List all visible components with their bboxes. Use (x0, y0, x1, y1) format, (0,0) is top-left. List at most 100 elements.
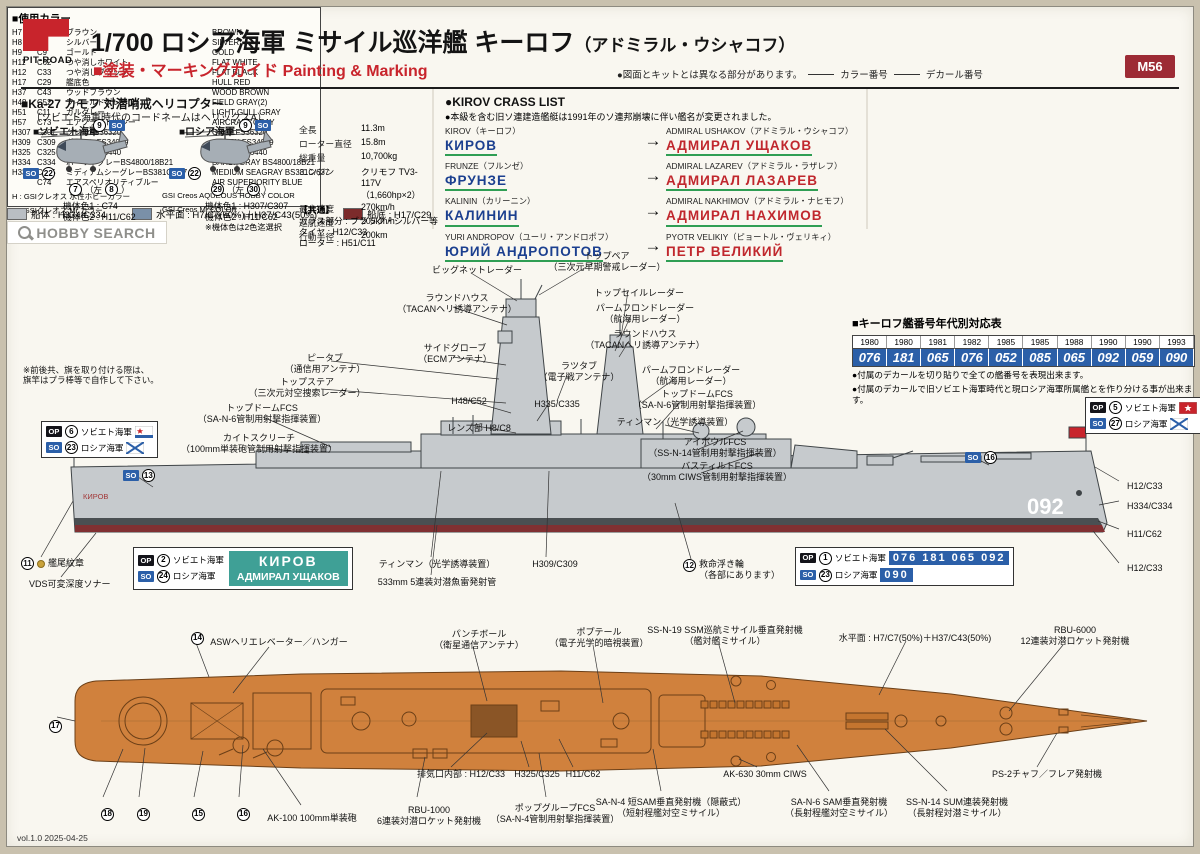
hull-number-cell: 065 (921, 349, 956, 366)
hull-number-decal-box: OP 1 ソビエト海軍 076 181 065 092 SO 23 ロシア海軍 … (795, 547, 1015, 586)
drawing-note: ●図面とキットとは異なる部分があります。 (617, 70, 803, 81)
ship-name-decal-box: OP 2 ソビエト海軍 SO 24 ロシア海軍 КИРОВ АДМИРАЛ УЩ… (133, 547, 353, 590)
legend-item: 水平面 : H7/C7(50%)＋H37/C43(50%) (131, 207, 317, 221)
color-number-label: カラー番号 (840, 70, 888, 81)
hull-number-cell: 092 (1091, 349, 1126, 366)
old-name-decal: КАЛИНИН (445, 208, 519, 227)
pit-road-logo-text: PIT-ROAD (23, 55, 73, 66)
spec-label: 総重量 (299, 153, 326, 163)
spec-value: 15.8m (361, 137, 386, 147)
ship-name-change-row: KALININ（カリーニン）КАЛИНИН→ADMIRAL NAKHIMOV（ア… (445, 195, 869, 227)
paint-legend: 船体 : H334/C334 水平面 : H7/C7(50%)＋H37/C43(5… (7, 207, 1193, 221)
soviet-navy-flag-icon (134, 425, 153, 438)
callout-tin-man-upper: ティンマン（光学誘導装置） (616, 417, 734, 427)
callout-top-pair-radar: トップペア （三次元早期警戒レーダー） (548, 251, 666, 272)
stern-flag-decal-box: OP 6 ソビエト海軍 SO 23 ロシア海軍 (41, 421, 158, 458)
spec-value: 200km (361, 230, 388, 240)
callout-h335-c335: H335/C335 (534, 399, 580, 409)
year-cell: 1985 (1023, 336, 1058, 349)
callout-pop-group-fcs: ポップグループFCS （SA-N-4管制用射撃指揮装置） (490, 803, 620, 824)
spec-value: 11.3m (361, 123, 385, 133)
callout-life-buoy: 12 救命浮き輪 （各部にあります） (683, 559, 780, 580)
heli-right-navy-label: ■ロシア海軍 (179, 127, 236, 138)
deck-marker-17: 17 (49, 715, 62, 733)
legend-item: 船体 : H334/C334 (7, 207, 106, 221)
heli-right-color2: 機体色2 : H11/C62 (205, 212, 278, 222)
new-name-decal: ПЕТР ВЕЛИКИЙ (666, 244, 784, 262)
heli-section-subtitle: （ソビエト海軍時代のコードネームはヘリックスA） (31, 113, 268, 124)
callout-h12-c33-boot: H12/C33 (1127, 563, 1163, 573)
color-swatch (7, 208, 27, 220)
magnifier-icon (18, 226, 32, 239)
callout-top-dome-fcs-right: トップドームFCS （SA-N-6管制用射撃指揮装置） (632, 389, 762, 410)
year-cell: 1990 (1091, 336, 1126, 349)
spec-value: 10,700kg (361, 151, 398, 161)
kirov-list-note: ●本級を含む旧ソ連建造艦艇は1991年のソ連邦崩壊に伴い艦名が変更されました。 (445, 112, 777, 122)
callout-h334-c334-hull: H334/C334 (1127, 501, 1173, 511)
kit-number-badge: M56 (1125, 55, 1175, 78)
callout-round-house-1: ラウンドハウス （TACANヘリ誘導アンテナ） (397, 293, 517, 314)
version-text: vol.1.0 2025-04-25 (17, 833, 88, 843)
arrow-icon: → (644, 165, 662, 185)
old-name-decal: КИРОВ (445, 138, 498, 157)
callout-tin-man-lower: ティンマン（光学誘導装置） (378, 559, 496, 569)
callout-lens-color: レンズ部 H8/C8 (447, 423, 511, 433)
ship-name-change-row: FRUNZE（フルンゼ）ФРУНЗЕ→ADMIRAL LAZAREV（アドミラル… (445, 160, 869, 192)
callout-exhaust-color: 排気口内部 : H12/C33 (416, 769, 506, 779)
year-cell: 1980 (853, 336, 888, 349)
decal-number-label: デカール番号 (925, 70, 983, 81)
russian-navy-flag-icon (126, 441, 145, 454)
year-cell: 1988 (1057, 336, 1092, 349)
spec-label: 最大速度 (299, 204, 335, 214)
pit-road-logo: PIT-ROAD (23, 19, 79, 77)
callout-san4-launcher: SA-N-4 短SAM垂直発射機（隠蔽式） （短射程艦対空ミサイル） (595, 797, 747, 818)
heli-common-title: 【共通】 (299, 205, 335, 215)
new-name-decal: АДМИРАЛ ЛАЗАРЕВ (666, 173, 818, 192)
spec-value: クリモフ TV3-117V （1,660hp×2） (361, 167, 421, 200)
callout-rbu1000: RBU-1000 6連装対潜ロケット発射機 (376, 805, 482, 826)
callout-bee-tab: ピータブ （通信用アンテナ） (284, 353, 366, 374)
callout-top-steer: トップステア （三次元対空捜索レーダー） (248, 377, 366, 398)
color-swatch (131, 208, 152, 220)
new-name-decal: АДМИРАЛ НАХИМОВ (666, 208, 823, 227)
heli-left-color1: 機体色1 : C74 (63, 201, 118, 211)
spec-label: 全長 (299, 125, 317, 135)
new-name-decal: АДМИРАЛ УЩАКОВ (666, 138, 813, 157)
spec-label: 巡航速度 (299, 218, 335, 228)
callout-bignet-radar: ビッグネットレーダー (431, 265, 523, 275)
deck-marker-16: 16 (237, 803, 250, 821)
common-color-line: ガラス部分 : ブラック・シルバー等 (299, 216, 438, 226)
ship-name-change-row: YURI ANDROPOV（ユーリ・アンドロポフ）ЮРИЙ АНДРОПОТОВ… (445, 231, 869, 262)
legend-item: 船底 : H17/C29 (343, 207, 431, 221)
hull-number-cell: 052 (989, 349, 1024, 366)
spec-label: 行動半径 (299, 232, 335, 242)
year-table-title: ■キーロフ艦番号年代別対応表 (852, 318, 1002, 330)
callout-punch-bowl: パンチボール （衛星通信アンテナ） (434, 629, 524, 650)
ship-name-decal-preview: КИРОВ АДМИРАЛ УЩАКОВ (228, 551, 348, 586)
callout-asw-elevator: ASWヘリエレベーター／ハンガー (210, 637, 348, 647)
year-cell: 1993 (1159, 336, 1194, 349)
callout-ssn14-launcher: SS-N-14 SUM連装発射機 （長射程対潜ミサイル） (905, 797, 1009, 818)
arrow-icon: → (644, 200, 662, 220)
heli-left-color2: 機体色2 : H11/C62 (63, 212, 136, 222)
callout-side-globe: サイドグローブ （ECMアンテナ） (418, 343, 492, 364)
year-cell: 1981 (921, 336, 956, 349)
spec-value: 270km/h (361, 202, 395, 212)
callout-top-dome-fcs-left: トップドームFCS （SA-N-6管制用射撃指揮装置） (197, 403, 327, 424)
callout-h11-c62-deck: H11/C62 (565, 769, 601, 779)
